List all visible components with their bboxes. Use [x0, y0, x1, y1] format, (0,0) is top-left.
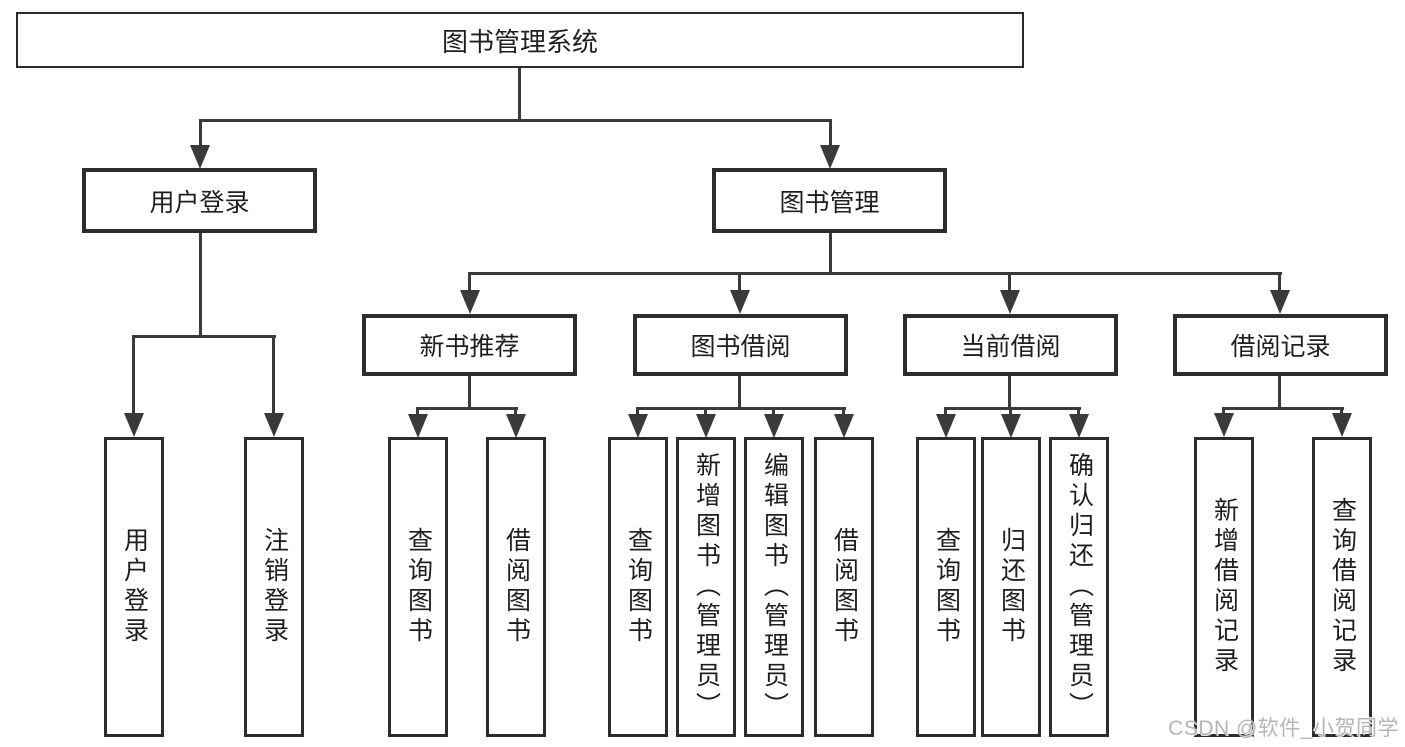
- connector-drop: [944, 407, 947, 417]
- connector-drop: [1222, 407, 1225, 415]
- connector-borrow-stem: [738, 374, 741, 407]
- leaf-label: 确认归还（管理员）: [1065, 452, 1094, 722]
- leaf-add-book-admin: 新增图书（管理员）: [676, 437, 736, 737]
- connector-drop: [1009, 407, 1012, 417]
- connector-drop-leaf-login: [132, 335, 135, 415]
- connector-drop: [772, 407, 775, 417]
- connector-drop: [704, 407, 707, 417]
- leaf-logout: 注销登录: [244, 437, 304, 737]
- leaf-label: 新增图书（管理员）: [692, 452, 721, 722]
- node-borrow-records: 借阅记录: [1173, 314, 1388, 376]
- connector-drop-records: [1278, 272, 1281, 292]
- connector-drop: [1340, 407, 1343, 415]
- leaf-add-borrow-record: 新增借阅记录: [1194, 437, 1254, 737]
- node-label: 当前借阅: [960, 333, 1061, 361]
- leaf-label: 借阅图书: [502, 527, 531, 647]
- arrowhead-user-login: [190, 145, 210, 169]
- connector-level2-rail: [199, 119, 832, 122]
- arrowhead-leaf: [1069, 414, 1089, 438]
- node-label: 图书借阅: [690, 333, 791, 361]
- connector-current-stem: [1008, 374, 1011, 407]
- leaf-label: 查询借阅记录: [1328, 497, 1357, 677]
- connector-drop-current: [1008, 272, 1011, 292]
- leaf-label: 查询图书: [624, 527, 653, 647]
- leaf-query-books-recommend: 查询图书: [388, 437, 448, 737]
- leaf-label: 注销登录: [260, 527, 289, 647]
- arrowhead-leaf: [408, 414, 428, 438]
- connector-user-login-rail: [133, 335, 276, 338]
- node-label: 用户登录: [149, 188, 250, 217]
- connector-user-login-stem: [199, 231, 202, 337]
- leaf-query-borrow-record: 查询借阅记录: [1312, 437, 1372, 737]
- leaf-label: 编辑图书（管理员）: [760, 452, 789, 722]
- arrowhead-leaf-logout: [264, 413, 284, 437]
- arrowhead-leaf: [628, 414, 648, 438]
- connector-recommend-rail: [416, 407, 518, 410]
- node-current-borrow: 当前借阅: [903, 314, 1118, 376]
- connector-current-rail: [944, 407, 1081, 410]
- arrowhead-borrow: [730, 290, 750, 314]
- arrowhead-leaf: [1001, 414, 1021, 438]
- connector-records-rail: [1222, 407, 1344, 410]
- connector-drop: [514, 407, 517, 417]
- arrowhead-leaf: [1214, 413, 1234, 437]
- leaf-borrow-books-recommend: 借阅图书: [486, 437, 546, 737]
- csdn-watermark: CSDN @软件_小贺同学: [1168, 717, 1399, 740]
- leaf-label: 借阅图书: [830, 527, 859, 647]
- leaf-user-login: 用户登录: [104, 437, 164, 737]
- arrowhead-recommend: [460, 290, 480, 314]
- connector-drop-leaf-logout: [272, 335, 275, 415]
- arrowhead-book-mgmt: [820, 145, 840, 169]
- arrowhead-leaf: [834, 414, 854, 438]
- node-label: 图书管理系统: [441, 26, 598, 57]
- leaf-label: 新增借阅记录: [1210, 497, 1239, 677]
- node-label: 新书推荐: [419, 333, 520, 361]
- leaf-label: 查询图书: [404, 527, 433, 647]
- connector-drop: [416, 407, 419, 417]
- arrowhead-current: [1000, 290, 1020, 314]
- leaf-return-book: 归还图书: [981, 437, 1041, 737]
- arrowhead-leaf-login: [124, 413, 144, 437]
- connector-drop: [1077, 407, 1080, 417]
- node-new-book-recommend: 新书推荐: [362, 314, 577, 376]
- arrowhead-leaf: [1332, 413, 1352, 437]
- arrowhead-records: [1270, 290, 1290, 314]
- arrowhead-leaf: [506, 414, 526, 438]
- connector-recommend-stem: [468, 374, 471, 407]
- leaf-label: 查询图书: [932, 527, 961, 647]
- leaf-query-books-current: 查询图书: [916, 437, 976, 737]
- arrowhead-leaf: [696, 414, 716, 438]
- node-book-management: 图书管理: [712, 168, 947, 233]
- leaf-borrow-books: 借阅图书: [814, 437, 874, 737]
- connector-book-mgmt-stem: [829, 231, 832, 274]
- connector-borrow-rail: [636, 407, 846, 410]
- connector-drop-recommend: [468, 272, 471, 292]
- leaf-label: 归还图书: [997, 527, 1026, 647]
- arrowhead-leaf: [764, 414, 784, 438]
- leaf-query-books-borrow: 查询图书: [608, 437, 668, 737]
- leaf-edit-book-admin: 编辑图书（管理员）: [744, 437, 804, 737]
- node-user-login: 用户登录: [82, 168, 317, 233]
- node-label: 图书管理: [779, 188, 880, 217]
- node-book-borrow: 图书借阅: [633, 314, 848, 376]
- connector-drop: [842, 407, 845, 417]
- leaf-confirm-return-admin: 确认归还（管理员）: [1049, 437, 1109, 737]
- connector-drop-book-mgmt: [829, 119, 832, 147]
- leaf-label: 用户登录: [120, 527, 149, 647]
- connector-records-stem: [1278, 374, 1281, 407]
- connector-drop: [636, 407, 639, 417]
- connector-level3-rail: [469, 272, 1282, 275]
- arrowhead-leaf: [936, 414, 956, 438]
- connector-drop-user-login: [199, 119, 202, 147]
- connector-drop-borrow: [738, 272, 741, 292]
- node-root: 图书管理系统: [16, 12, 1024, 68]
- node-label: 借阅记录: [1230, 333, 1331, 361]
- connector-root-stem: [518, 66, 521, 121]
